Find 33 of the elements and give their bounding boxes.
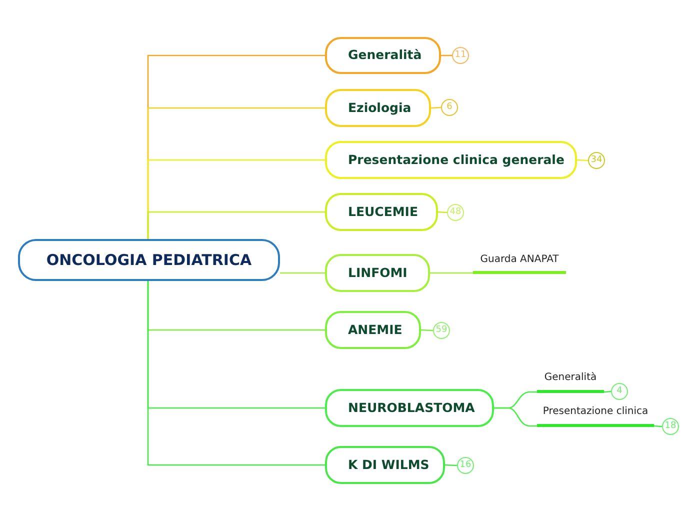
count-badge: 16 <box>457 457 474 474</box>
topic-box: LEUCEMIE <box>325 193 438 231</box>
connector-line <box>430 272 473 274</box>
count-badge: 4 <box>611 383 628 400</box>
connector-line <box>444 464 458 466</box>
subtopic-label: Guarda ANAPAT <box>473 252 566 274</box>
root-topic-box: ONCOLOGIA PEDIATRICA <box>18 239 280 281</box>
connector-line <box>430 106 442 109</box>
topic-box: Generalità <box>325 37 441 74</box>
connector-line <box>441 54 452 56</box>
topic-box: K DI WILMS <box>325 446 445 484</box>
topic-box: Presentazione clinica generale <box>325 141 577 179</box>
topic-box: ANEMIE <box>325 311 421 349</box>
count-badge: 48 <box>447 204 464 221</box>
connector-line <box>438 211 448 214</box>
topic-box: LINFOMI <box>325 254 430 292</box>
count-badge: 11 <box>452 47 469 64</box>
connector-line <box>147 211 325 239</box>
connector-line <box>147 281 325 466</box>
connector-line <box>654 425 662 428</box>
connector-line <box>280 272 325 274</box>
topic-box: NEUROBLASTOMA <box>325 389 494 427</box>
connector-line <box>604 390 612 393</box>
count-badge: 34 <box>588 152 605 169</box>
connector-line <box>420 329 434 332</box>
connector-line <box>494 407 537 427</box>
subtopic-label: Presentazione clinica <box>537 404 654 427</box>
connector-line <box>576 159 588 162</box>
subtopic-label: Generalità <box>537 370 604 393</box>
count-badge: 18 <box>662 418 679 435</box>
count-badge: 59 <box>433 322 450 339</box>
topic-box: Eziologia <box>325 89 431 127</box>
count-badge: 6 <box>441 99 458 116</box>
